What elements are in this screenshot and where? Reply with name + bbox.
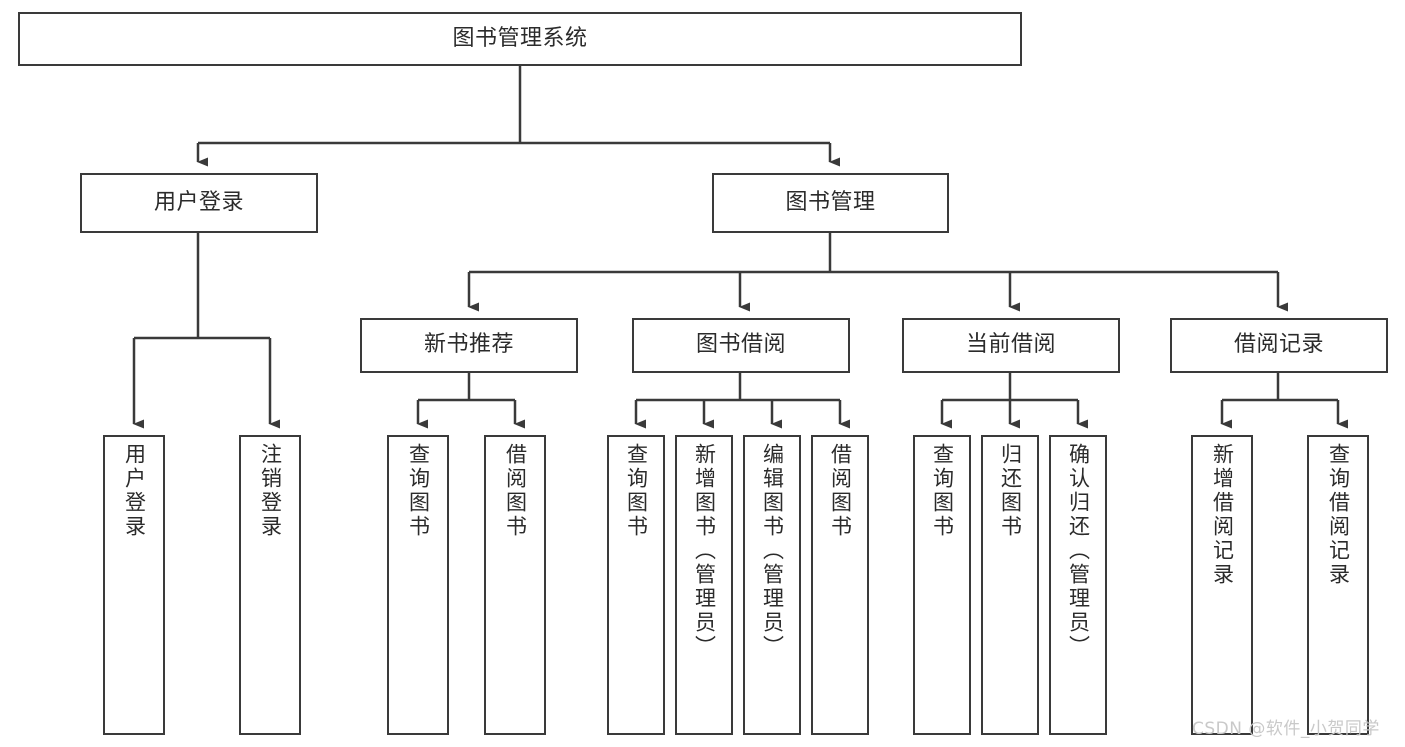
leaf-newbook-query-book[interactable]: 查询图书 bbox=[387, 435, 449, 735]
node-label: 借阅图书 bbox=[503, 443, 528, 539]
node-label: 查询图书 bbox=[930, 443, 955, 539]
node-label: 注销登录 bbox=[258, 443, 283, 539]
node-label: 查询图书 bbox=[624, 443, 649, 539]
node-user-login[interactable]: 用户登录 bbox=[80, 173, 318, 233]
node-current-borrowing[interactable]: 当前借阅 bbox=[902, 318, 1120, 373]
leaf-current-return-book[interactable]: 归还图书 bbox=[981, 435, 1039, 735]
node-label: 新增借阅记录 bbox=[1210, 443, 1235, 587]
leaf-current-confirm-return-admin[interactable]: 确认归还（管理员） bbox=[1049, 435, 1107, 735]
node-label: 用户登录 bbox=[122, 443, 147, 539]
node-label: 图书借阅 bbox=[695, 332, 786, 358]
leaf-borrow-query-book[interactable]: 查询图书 bbox=[607, 435, 665, 735]
node-root-book-management-system[interactable]: 图书管理系统 bbox=[18, 12, 1022, 66]
node-label: 确认归还（管理员） bbox=[1066, 443, 1091, 659]
leaf-current-query-book[interactable]: 查询图书 bbox=[913, 435, 971, 735]
node-label: 查询借阅记录 bbox=[1326, 443, 1351, 587]
node-new-book-recommendation[interactable]: 新书推荐 bbox=[360, 318, 578, 373]
leaf-borrow-borrow-book[interactable]: 借阅图书 bbox=[811, 435, 869, 735]
leaf-logout[interactable]: 注销登录 bbox=[239, 435, 301, 735]
node-label: 用户登录 bbox=[153, 189, 244, 215]
node-borrow-record[interactable]: 借阅记录 bbox=[1170, 318, 1388, 373]
node-label: 归还图书 bbox=[998, 443, 1023, 539]
node-label: 图书管理系统 bbox=[452, 25, 588, 51]
node-label: 编辑图书（管理员） bbox=[760, 443, 785, 659]
leaf-borrow-add-book-admin[interactable]: 新增图书（管理员） bbox=[675, 435, 733, 735]
node-label: 图书管理 bbox=[785, 189, 876, 215]
node-label: 借阅记录 bbox=[1233, 332, 1324, 358]
node-label: 新书推荐 bbox=[423, 332, 514, 358]
leaf-newbook-borrow-book[interactable]: 借阅图书 bbox=[484, 435, 546, 735]
node-label: 借阅图书 bbox=[828, 443, 853, 539]
node-label: 当前借阅 bbox=[965, 332, 1056, 358]
node-book-borrowing[interactable]: 图书借阅 bbox=[632, 318, 850, 373]
leaf-borrow-edit-book-admin[interactable]: 编辑图书（管理员） bbox=[743, 435, 801, 735]
node-label: 查询图书 bbox=[406, 443, 431, 539]
node-label: 新增图书（管理员） bbox=[692, 443, 717, 659]
node-book-management[interactable]: 图书管理 bbox=[712, 173, 949, 233]
leaf-record-query-borrow-record[interactable]: 查询借阅记录 bbox=[1307, 435, 1369, 735]
leaf-record-add-borrow-record[interactable]: 新增借阅记录 bbox=[1191, 435, 1253, 735]
leaf-user-login[interactable]: 用户登录 bbox=[103, 435, 165, 735]
